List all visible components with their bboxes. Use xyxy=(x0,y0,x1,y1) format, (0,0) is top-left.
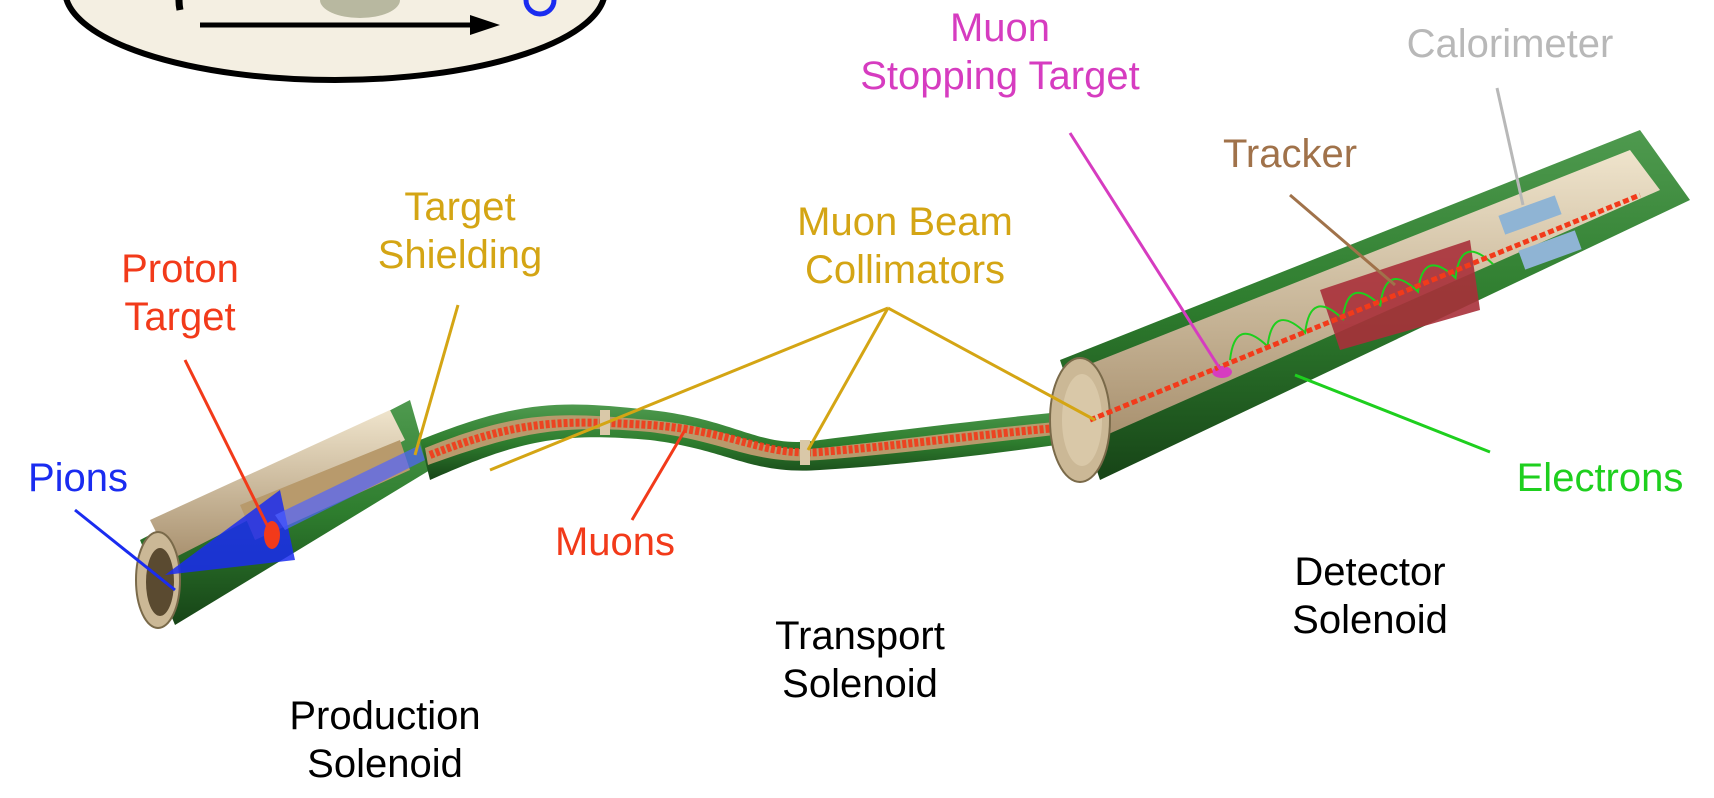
collimators-leader-2 xyxy=(808,308,888,450)
muons-leader xyxy=(632,430,685,520)
muons-label: Muons xyxy=(535,518,695,566)
production-solenoid-line1: Production xyxy=(255,692,515,740)
muon-stopping-target-line2: Stopping Target xyxy=(790,52,1210,100)
target-shielding-line1: Target xyxy=(340,183,580,231)
production-solenoid-label: Production Solenoid xyxy=(255,692,515,788)
collimator-2 xyxy=(800,440,810,465)
detector-solenoid-label: Detector Solenoid xyxy=(1260,548,1480,644)
target-shielding-label: Target Shielding xyxy=(340,183,580,279)
muon-beam-collimators-line1: Muon Beam xyxy=(760,198,1050,246)
electrons-label: Electrons xyxy=(1495,454,1705,502)
inset-illustration xyxy=(65,0,605,80)
proton-target-label: Proton Target xyxy=(80,245,280,341)
transport-solenoid-line1: Transport xyxy=(740,612,980,660)
electrons-leader xyxy=(1295,375,1490,452)
muon-beam-collimators-label: Muon Beam Collimators xyxy=(760,198,1050,294)
tracker-label: Tracker xyxy=(1180,130,1400,178)
detector-solenoid-line2: Solenoid xyxy=(1260,596,1480,644)
detector-solenoid-line1: Detector xyxy=(1260,548,1480,596)
muon-stopping-target-label: Muon Stopping Target xyxy=(790,4,1210,100)
proton-target-line2: Target xyxy=(80,293,280,341)
muon-beam-collimators-line2: Collimators xyxy=(760,246,1050,294)
muon-stopping-target-line1: Muon xyxy=(790,4,1210,52)
transport-solenoid-body xyxy=(420,404,1090,480)
transport-solenoid-line2: Solenoid xyxy=(740,660,980,708)
proton-target-line1: Proton xyxy=(80,245,280,293)
production-solenoid-line2: Solenoid xyxy=(255,740,515,788)
target-shielding-line2: Shielding xyxy=(340,231,580,279)
pions-label: Pions xyxy=(8,454,148,502)
calorimeter-label: Calorimeter xyxy=(1380,20,1640,68)
transport-solenoid-label: Transport Solenoid xyxy=(740,612,980,708)
